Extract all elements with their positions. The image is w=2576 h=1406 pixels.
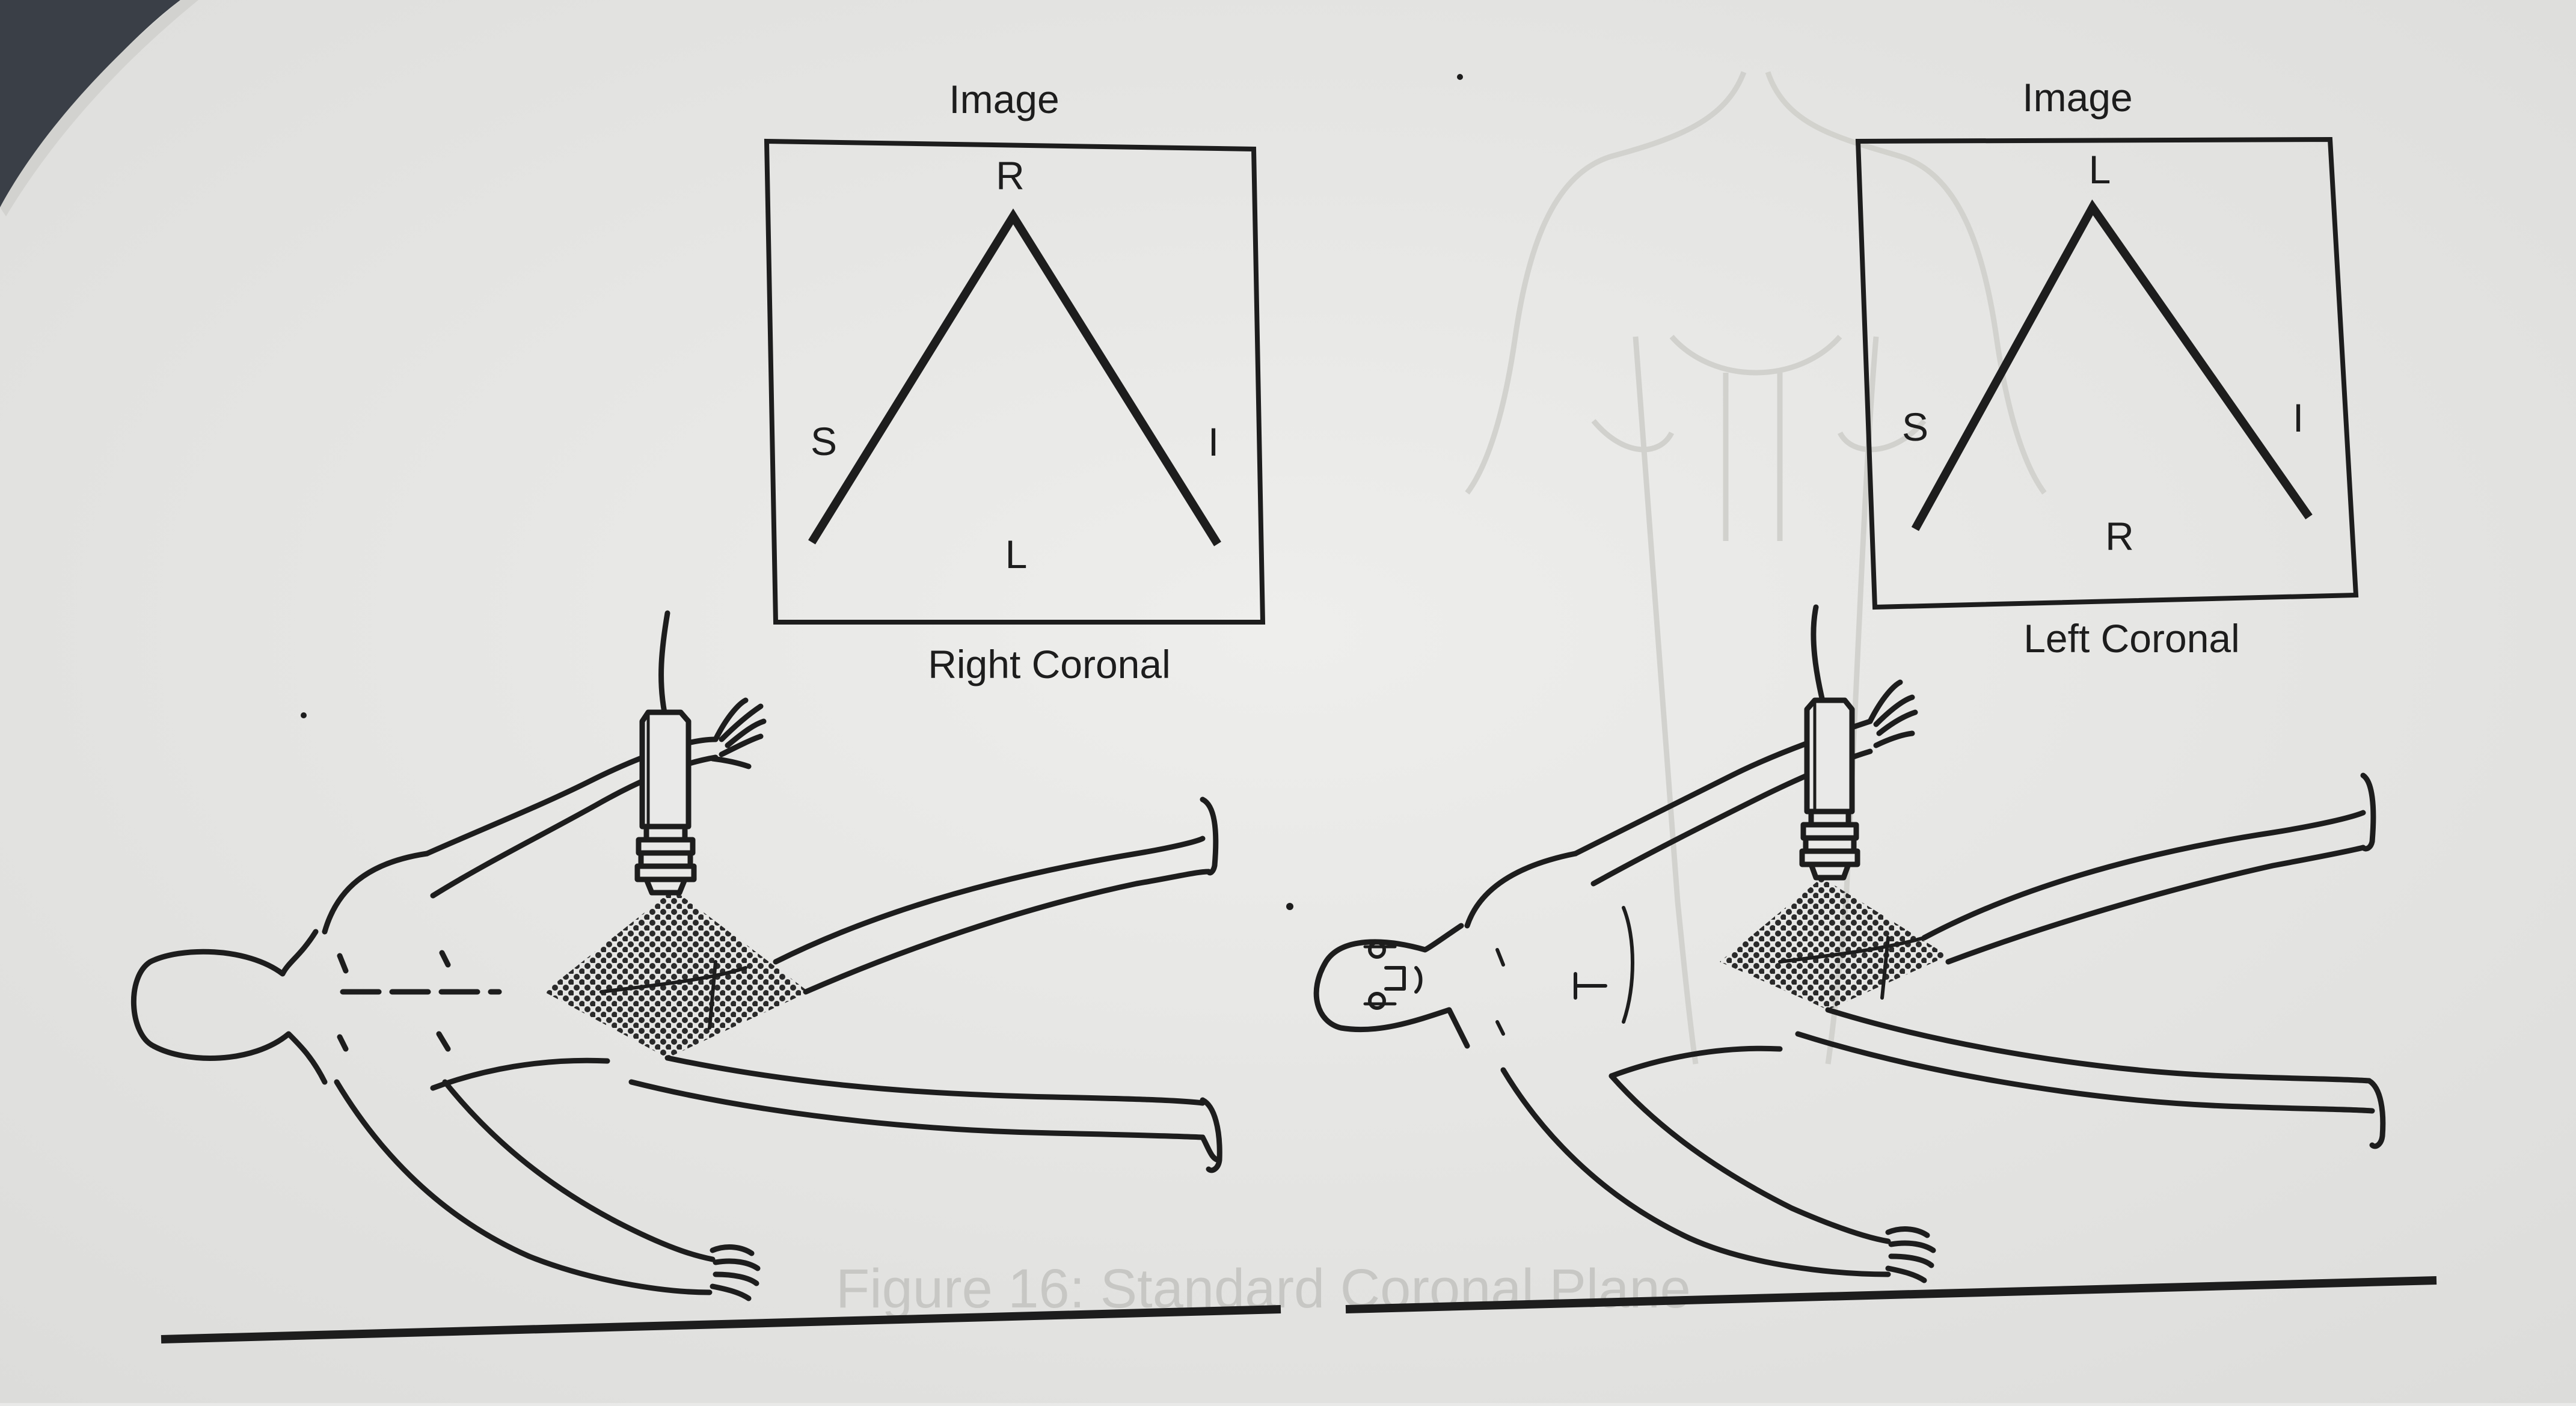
transducer-probe-icon bbox=[634, 610, 697, 896]
human-figure-icon bbox=[131, 697, 1222, 1301]
speck bbox=[1286, 903, 1293, 910]
left-panel-label-left: S bbox=[1902, 405, 1928, 449]
page-corner-shadow bbox=[0, 0, 180, 207]
human-figure-icon bbox=[1313, 679, 2386, 1283]
left-panel-header: Image bbox=[2022, 75, 2132, 120]
left-panel-label-bottom: R bbox=[2105, 514, 2134, 558]
left-coronal-panel: Image L S I R Left Coronal bbox=[1855, 75, 2359, 661]
right-panel-sector-lines bbox=[808, 208, 1221, 546]
left-panel-label-right: I bbox=[2293, 396, 2304, 440]
left-panel-sector-lines bbox=[1911, 199, 2313, 531]
scan-region-dots bbox=[544, 890, 809, 1058]
right-panel-caption: Right Coronal bbox=[928, 642, 1171, 686]
left-panel-image-frame bbox=[1855, 136, 2359, 610]
speck bbox=[1457, 74, 1463, 80]
speck bbox=[301, 712, 307, 718]
right-panel-label-top: R bbox=[996, 153, 1025, 198]
right-panel-label-left: S bbox=[811, 419, 837, 463]
left-panel-label-top: L bbox=[2089, 147, 2111, 192]
left-panel-caption: Left Coronal bbox=[2023, 616, 2240, 661]
right-panel-label-bottom: L bbox=[1005, 532, 1028, 576]
left-baseline-rule bbox=[161, 1305, 1281, 1343]
right-panel-header: Image bbox=[949, 77, 1059, 121]
right-panel-image-frame bbox=[764, 138, 1266, 625]
transducer-probe-icon bbox=[1799, 604, 1860, 881]
right-panel-label-right: I bbox=[1208, 420, 1219, 464]
scan-region-dots bbox=[1720, 878, 1948, 1010]
right-baseline-rule bbox=[1345, 1276, 2437, 1313]
right-coronal-panel: Image R S I L Right Coronal bbox=[764, 77, 1266, 686]
